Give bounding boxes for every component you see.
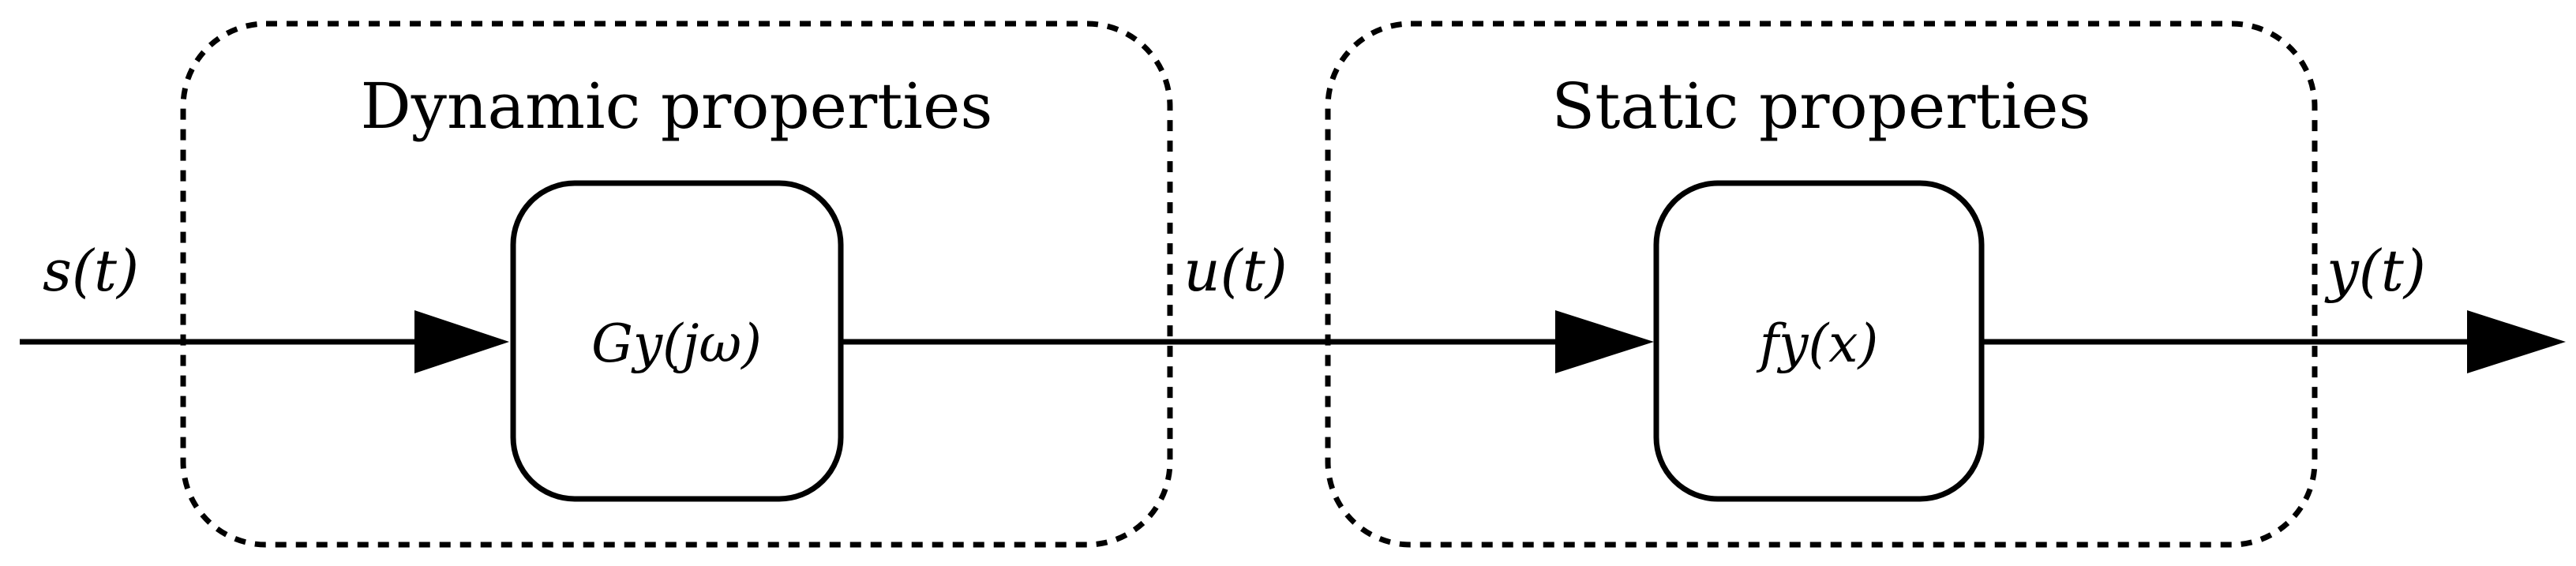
static-properties-title: Static properties [1551,69,2090,143]
dynamic-block-label: Gy(jω) [591,313,762,374]
static-properties-group [1325,21,2318,548]
dynamic-transfer-block [510,180,844,502]
input-signal-label: s(t) [43,238,139,304]
static-nonlinearity-block [1653,180,1985,502]
output-arrowhead [2467,310,2566,373]
input-arrowhead [414,310,509,373]
dynamic-properties-title: Dynamic properties [361,69,993,143]
output-signal-label: y(t) [2324,238,2426,304]
intermediate-signal-label: u(t) [1183,238,1287,304]
static-block-label: fy(x) [1756,313,1878,374]
dynamic-properties-group [180,21,1173,548]
intermediate-arrowhead [1555,310,1654,373]
